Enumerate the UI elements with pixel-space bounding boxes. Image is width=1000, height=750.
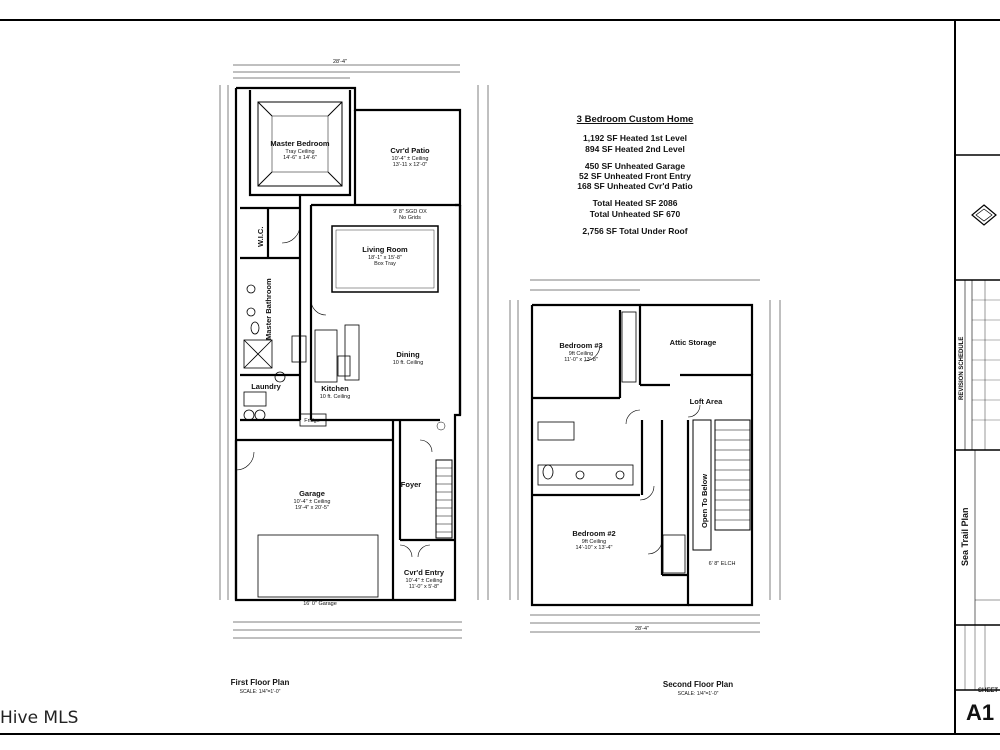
dining-ceiling: 10 ft. Ceiling <box>392 359 424 366</box>
patio-label: Cvr'd Patio 10'-4" ± Ceiling 13'-11 x 12… <box>370 146 450 168</box>
patio-size: 13'-11 x 12'-0" <box>392 161 428 168</box>
sgd-label: 9' 8" SGD OX No Grids <box>382 209 438 222</box>
kitchen-name: Kitchen <box>321 384 349 393</box>
first-floor-plan <box>219 64 489 639</box>
living-room-label: Living Room 18'-1" x 15'-8" Box Tray <box>352 245 418 267</box>
patio-name: Cvr'd Patio <box>390 146 430 155</box>
kitchen-label: Kitchen 10 ft. Ceiling <box>312 384 358 400</box>
living-room-size: 18'-1" x 15'-8" <box>368 254 402 261</box>
bedroom3-name: Bedroom #3 <box>559 341 603 350</box>
revision-schedule-label: REVISION SCHEDULE <box>959 336 965 400</box>
summary-title: 3 Bedroom Custom Home <box>576 114 694 125</box>
sheet-label: SHEET <box>978 688 999 694</box>
bedroom2-ceiling: 9ft Ceiling <box>581 538 607 545</box>
first-floor-title: First Floor Plan <box>230 678 290 687</box>
summary-total-heated: Total Heated SF 2086 <box>592 198 678 209</box>
garage-ceiling: 10'-4" ± Ceiling <box>293 498 331 505</box>
first-floor-walls <box>234 86 462 602</box>
second-floor-doors <box>583 344 701 555</box>
open-below-label: Open To Below <box>700 473 709 528</box>
master-tray-ceiling <box>257 101 343 187</box>
first-floor-width: 28'-4" <box>332 59 347 65</box>
living-box-tray <box>331 225 439 293</box>
second-floor-plan <box>509 279 781 633</box>
bedroom2-size: 14'-10" x 13'-4" <box>575 544 613 551</box>
kitchen-ceiling: 10 ft. Ceiling <box>319 393 351 400</box>
bedroom3-label: Bedroom #3 9ft Ceiling 11'-0" x 13'-8" <box>554 341 608 363</box>
summary-heated-2nd: 894 SF Heated 2nd Level <box>585 143 685 154</box>
patio-ceiling: 10'-4" ± Ceiling <box>391 155 429 162</box>
second-floor-stairs <box>692 419 751 551</box>
entry-name: Cvr'd Entry <box>403 568 445 577</box>
second-floor-bath <box>537 421 634 486</box>
wic-label: W.I.C. <box>256 226 265 247</box>
loft-label: Loft Area <box>689 397 723 406</box>
elch-label: 6' 8" ELCH <box>708 561 736 567</box>
first-floor-stairs <box>435 421 453 539</box>
laundry-fixtures <box>243 391 267 421</box>
summary-heated-1st: 1,192 SF Heated 1st Level <box>583 133 687 144</box>
bedroom2-name: Bedroom #2 <box>572 529 616 538</box>
master-bedroom-ceiling: Tray Ceiling <box>285 148 315 155</box>
attic-label: Attic Storage <box>669 338 717 347</box>
entry-label: Cvr'd Entry 10'-4" ± Ceiling 11'-0" x 5'… <box>392 568 456 590</box>
garage-door-label: 16' 0" Garage <box>303 601 337 607</box>
summary-garage: 450 SF Unheated Garage <box>584 160 686 171</box>
title-block <box>955 154 1000 691</box>
mls-watermark: Hive MLS <box>0 708 79 728</box>
first-floor-dimensions <box>219 64 489 639</box>
area-summary: 3 Bedroom Custom Home 1,192 SF Heated 1s… <box>555 114 715 243</box>
garage-door <box>257 534 379 598</box>
summary-patio: 168 SF Unheated Cvr'd Patio <box>577 181 693 192</box>
garage-label: Garage 10'-4" ± Ceiling 19'-4" x 20'-5" <box>272 489 352 511</box>
master-bedroom-name: Master Bedroom <box>270 139 330 148</box>
living-room-name: Living Room <box>362 245 408 254</box>
entry-size: 11'-0" x 5'-8" <box>408 583 440 590</box>
no-grids-text: No Grids <box>399 215 421 222</box>
second-floor-walls <box>530 303 754 607</box>
sheet-number: A1 <box>966 700 995 725</box>
bedroom3-ceiling: 9ft Ceiling <box>568 350 594 357</box>
summary-front-entry: 52 SF Unheated Front Entry <box>579 170 691 181</box>
kitchen-counters <box>299 324 360 427</box>
summary-heated-block: 1,192 SF Heated 1st Level 894 SF Heated … <box>555 133 715 153</box>
summary-totals-block: Total Heated SF 2086 Total Unheated SF 6… <box>555 198 715 218</box>
second-floor-dimensions <box>509 279 781 633</box>
second-floor-title: Second Floor Plan <box>662 680 734 689</box>
garage-size: 19'-4" x 20'-5" <box>295 504 329 511</box>
dining-name: Dining <box>396 350 420 359</box>
summary-unheated-block: 450 SF Unheated Garage 52 SF Unheated Fr… <box>555 161 715 192</box>
foyer-label: Foyer <box>400 480 422 489</box>
first-floor-scale: SCALE: 1/4"=1'-0" <box>239 689 281 695</box>
fridge-label: Fridge <box>304 418 320 424</box>
master-bath-label: Master Bathroom <box>264 278 273 340</box>
living-room-ceiling: Box Tray <box>374 260 396 267</box>
second-floor-scale: SCALE: 1/4"=1'-0" <box>677 691 719 697</box>
plan-name-label: Sea Trail Plan <box>960 507 970 566</box>
master-bath-fixtures <box>243 284 307 383</box>
summary-total-unheated: Total Unheated SF 670 <box>589 208 681 219</box>
dining-label: Dining 10 ft. Ceiling <box>385 350 431 366</box>
garage-name: Garage <box>299 489 325 498</box>
second-floor-width: 28'-4" <box>634 626 649 632</box>
sgd-text: 9' 8" SGD OX <box>393 209 427 215</box>
bedroom3-size: 11'-0" x 13'-8" <box>564 356 598 363</box>
master-bedroom-label: Master Bedroom Tray Ceiling 14'-6" x 14'… <box>262 139 338 161</box>
summary-under-roof: 2,756 SF Total Under Roof <box>582 225 688 236</box>
master-bedroom-size: 14'-6" x 14'-6" <box>283 154 317 161</box>
laundry-label: Laundry <box>251 382 281 391</box>
bedroom2-label: Bedroom #2 9ft Ceiling 14'-10" x 13'-4" <box>560 529 628 551</box>
first-floor-doors <box>235 224 433 558</box>
entry-ceiling: 10'-4" ± Ceiling <box>405 577 443 584</box>
